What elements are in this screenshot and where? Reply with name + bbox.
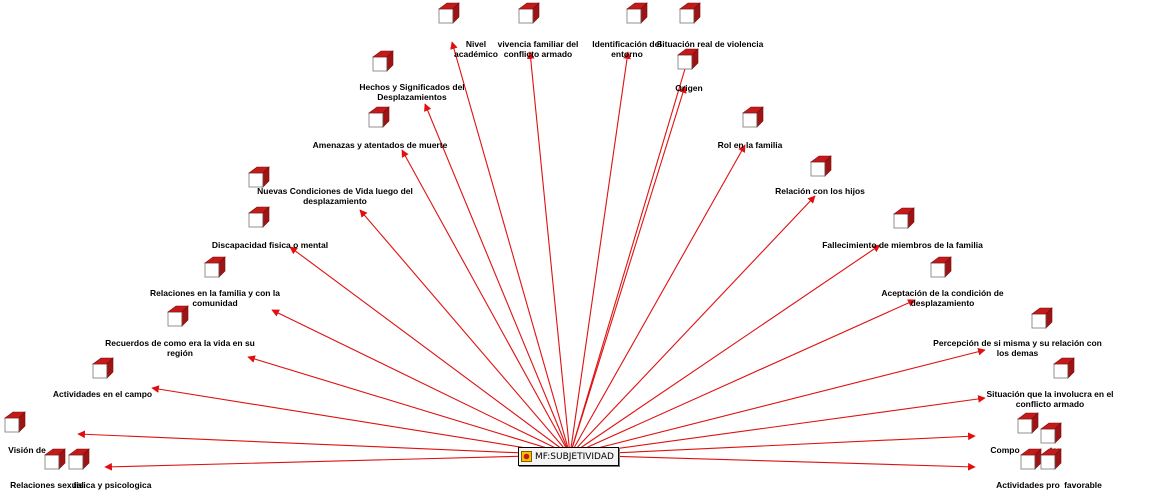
- node-label: Amenazas y atentados de muerte: [312, 140, 448, 150]
- edge-percepcion: [569, 347, 986, 458]
- node-label: favorable: [1064, 480, 1102, 490]
- hub-node-subjetividad[interactable]: MF:SUBJETIVIDAD: [518, 447, 619, 466]
- code-document-icon: [679, 2, 701, 24]
- edge-fallecimiento: [569, 244, 881, 456]
- code-document-icon: [742, 106, 764, 128]
- node-label: Discapacidad fisica o mental: [211, 240, 329, 250]
- code-document-icon: [1031, 307, 1053, 329]
- code-document-icon: [893, 207, 915, 229]
- node-label: Compo: [990, 445, 1020, 455]
- code-document-icon: [4, 411, 26, 433]
- node-label: Recuerdos de como era la vida en su regi…: [105, 338, 255, 358]
- code-document-icon: [810, 155, 832, 177]
- edge-relaciones-sexual: [104, 451, 571, 471]
- node-label: Relaciones sexual: [10, 480, 84, 490]
- edge-vision: [77, 430, 571, 459]
- code-document-icon: [248, 166, 270, 188]
- code-document-icon: [1040, 448, 1062, 470]
- code-document-icon: [167, 305, 189, 327]
- node-label: Nuevas Condiciones de Vida luego del des…: [257, 186, 413, 206]
- edge-relaciones-familia: [271, 309, 571, 456]
- edge-identificacion: [567, 51, 631, 456]
- code-document-icon: [92, 357, 114, 379]
- edge-compo: [569, 432, 976, 459]
- edge-discapacidad: [289, 246, 571, 456]
- node-label: Situación real de violencia: [656, 39, 764, 49]
- code-document-icon: [438, 2, 460, 24]
- code-document-icon: [1040, 422, 1062, 444]
- code-family-icon: [521, 451, 532, 462]
- code-document-icon: [248, 206, 270, 228]
- edge-situacion-real: [568, 51, 692, 456]
- code-document-icon: [1053, 357, 1075, 379]
- code-document-icon: [1017, 412, 1039, 434]
- node-label: Aceptación de la condición de desplazami…: [881, 288, 1004, 308]
- node-label: Visión de: [8, 445, 46, 455]
- node-label: vivencia familiar del conflicto armado: [497, 39, 579, 59]
- edge-vivencia: [526, 51, 574, 456]
- node-label: Actividades en el campo: [52, 389, 153, 399]
- node-label: Relación con los hijos: [775, 186, 865, 196]
- node-label: Nivel académico: [454, 39, 498, 59]
- node-label: Rol en la familia: [717, 140, 783, 150]
- edge-actividades-campo: [151, 385, 571, 458]
- edge-rol-familia: [569, 144, 746, 456]
- node-label: Identificación del entorno: [592, 39, 662, 59]
- node-label: Percepción de si misma y su relación con…: [933, 338, 1102, 358]
- node-label: Relaciones en la familia y con la comuni…: [150, 288, 280, 308]
- code-document-icon: [677, 48, 699, 70]
- node-label: Hechos y Significados del Desplazamiento…: [359, 82, 465, 102]
- edge-relacion-hijos: [569, 195, 816, 456]
- edge-nuevas-condiciones: [359, 209, 571, 456]
- code-document-icon: [930, 256, 952, 278]
- node-label: Origen: [675, 83, 703, 93]
- edges-layer: [77, 41, 986, 471]
- edge-origen: [568, 85, 687, 456]
- code-document-icon: [372, 50, 394, 72]
- node-label: Fallecimiento de miembros de la familia: [822, 240, 983, 250]
- node-label: fisica y psicologica: [73, 480, 152, 490]
- code-document-icon: [626, 2, 648, 24]
- code-document-icon: [204, 256, 226, 278]
- code-document-icon: [44, 448, 66, 470]
- edge-recuerdos: [247, 355, 571, 457]
- hub-label: MF:SUBJETIVIDAD: [535, 451, 614, 462]
- node-label: Actividades pro: [996, 480, 1060, 490]
- node-label: Situación que la involucra en el conflic…: [986, 389, 1114, 409]
- edge-nivel-academico: [450, 41, 572, 456]
- edge-hechos: [424, 103, 571, 456]
- edge-actividades-pro: [569, 451, 976, 471]
- code-document-icon: [518, 2, 540, 24]
- code-document-icon: [368, 106, 390, 128]
- code-document-icon: [1020, 448, 1042, 470]
- code-document-icon: [68, 448, 90, 470]
